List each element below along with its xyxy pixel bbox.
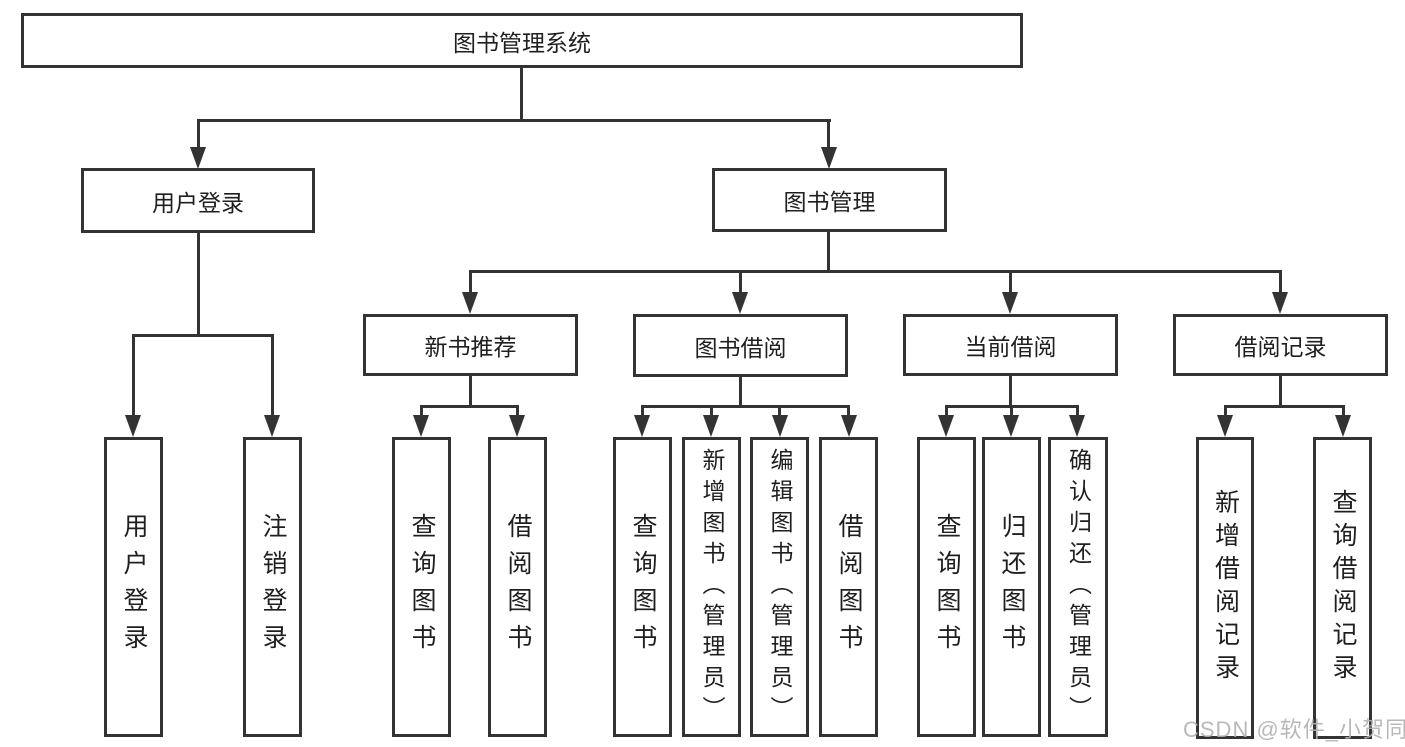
connector-line bbox=[827, 119, 830, 150]
connector-line bbox=[1076, 405, 1079, 417]
leaf-logout-label: 注销登录 bbox=[259, 513, 287, 661]
connector-line bbox=[827, 232, 830, 273]
leaf-newbooks-query-books: 查询图书 bbox=[392, 437, 451, 737]
node-new-book-recommend: 新书推荐 bbox=[363, 314, 578, 376]
leaf-borrowing-query-books: 查询图书 bbox=[613, 437, 672, 737]
arrow-down-icon bbox=[125, 415, 141, 437]
connector-line bbox=[1342, 405, 1345, 417]
leaf-current-confirm-return-admin-label: 确认归还（管理员） bbox=[1065, 447, 1092, 727]
connector-line bbox=[197, 119, 831, 122]
arrow-down-icon bbox=[264, 415, 280, 437]
arrow-down-icon bbox=[1069, 415, 1085, 437]
connector-line bbox=[469, 376, 472, 408]
node-book-borrowing: 图书借阅 bbox=[633, 314, 848, 377]
leaf-current-return-books: 归还图书 bbox=[982, 437, 1041, 737]
connector-line bbox=[520, 67, 523, 121]
csdn-watermark: CSDN @软件_小贺同学 bbox=[1183, 717, 1405, 742]
connector-line bbox=[945, 405, 948, 417]
connector-line bbox=[739, 270, 742, 295]
node-current-borrowing-label: 当前借阅 bbox=[964, 334, 1057, 360]
leaf-current-query-books-label: 查询图书 bbox=[933, 513, 961, 661]
connector-line bbox=[197, 233, 200, 337]
arrow-down-icon bbox=[1272, 292, 1288, 314]
arrow-down-icon bbox=[190, 147, 206, 169]
connector-line bbox=[847, 405, 850, 417]
arrow-down-icon bbox=[462, 292, 478, 314]
node-library-system-label: 图书管理系统 bbox=[453, 29, 591, 56]
arrow-down-icon bbox=[634, 415, 650, 437]
connector-line bbox=[197, 119, 200, 150]
connector-line bbox=[420, 405, 519, 408]
connector-line bbox=[1224, 405, 1344, 408]
node-user-login: 用户登录 bbox=[81, 168, 315, 233]
arrow-down-icon bbox=[1217, 415, 1233, 437]
node-book-management: 图书管理 bbox=[712, 168, 947, 232]
connector-line bbox=[420, 405, 423, 417]
arrow-down-icon bbox=[509, 415, 525, 437]
leaf-user-login: 用户登录 bbox=[104, 437, 163, 737]
leaf-logout: 注销登录 bbox=[243, 437, 302, 737]
leaf-records-query-record: 查询借阅记录 bbox=[1313, 437, 1372, 739]
connector-line bbox=[516, 405, 519, 417]
leaf-newbooks-borrow-books: 借阅图书 bbox=[488, 437, 547, 737]
leaf-newbooks-borrow-books-label: 借阅图书 bbox=[504, 513, 532, 661]
arrow-down-icon bbox=[821, 147, 837, 169]
connector-line bbox=[271, 334, 274, 416]
connector-line bbox=[132, 334, 135, 416]
leaf-records-add-record: 新增借阅记录 bbox=[1196, 437, 1254, 739]
node-library-system: 图书管理系统 bbox=[21, 13, 1023, 68]
arrow-down-icon bbox=[772, 415, 788, 437]
leaf-records-query-record-label: 查询借阅记录 bbox=[1329, 489, 1357, 687]
leaf-borrowing-add-books-admin: 新增图书（管理员） bbox=[682, 437, 741, 737]
leaf-borrowing-query-books-label: 查询图书 bbox=[629, 513, 657, 661]
leaf-current-return-books-label: 归还图书 bbox=[998, 513, 1026, 661]
node-user-login-label: 用户登录 bbox=[152, 189, 244, 216]
arrow-down-icon bbox=[1003, 415, 1019, 437]
leaf-borrowing-edit-books-admin-label: 编辑图书（管理员） bbox=[767, 447, 793, 727]
leaf-borrowing-borrow-books: 借阅图书 bbox=[819, 437, 878, 737]
leaf-current-query-books: 查询图书 bbox=[917, 437, 976, 737]
leaf-user-login-label: 用户登录 bbox=[120, 513, 148, 661]
leaf-newbooks-query-books-label: 查询图书 bbox=[408, 513, 436, 661]
node-borrowing-records-label: 借阅记录 bbox=[1234, 334, 1327, 360]
node-current-borrowing: 当前借阅 bbox=[903, 314, 1118, 376]
leaf-borrowing-add-books-admin-label: 新增图书（管理员） bbox=[699, 447, 725, 727]
arrow-down-icon bbox=[841, 415, 857, 437]
leaf-records-add-record-label: 新增借阅记录 bbox=[1211, 489, 1240, 687]
node-book-borrowing-label: 图书借阅 bbox=[694, 334, 787, 361]
connector-line bbox=[739, 377, 742, 408]
leaf-current-confirm-return-admin: 确认归还（管理员） bbox=[1048, 437, 1108, 737]
node-new-book-recommend-label: 新书推荐 bbox=[424, 334, 517, 360]
arrow-down-icon bbox=[413, 415, 429, 437]
arrow-down-icon bbox=[1002, 292, 1018, 314]
connector-line bbox=[1224, 405, 1227, 417]
connector-line bbox=[1279, 376, 1282, 408]
connector-line bbox=[641, 405, 644, 417]
leaf-borrowing-borrow-books-label: 借阅图书 bbox=[835, 513, 863, 661]
connector-line bbox=[778, 405, 781, 417]
node-book-management-label: 图书管理 bbox=[783, 189, 876, 215]
node-borrowing-records: 借阅记录 bbox=[1173, 314, 1388, 376]
connector-line bbox=[1279, 270, 1282, 295]
arrow-down-icon bbox=[1335, 415, 1351, 437]
connector-line bbox=[132, 334, 274, 337]
leaf-borrowing-edit-books-admin: 编辑图书（管理员） bbox=[750, 437, 809, 737]
connector-line bbox=[1010, 405, 1013, 417]
connector-line bbox=[469, 270, 472, 295]
connector-line bbox=[1009, 376, 1012, 408]
arrow-down-icon bbox=[732, 292, 748, 314]
connector-line bbox=[469, 270, 1282, 273]
connector-line bbox=[1009, 270, 1012, 295]
arrow-down-icon bbox=[938, 415, 954, 437]
connector-line bbox=[710, 405, 713, 417]
connector-line bbox=[641, 405, 850, 408]
arrow-down-icon bbox=[703, 415, 719, 437]
